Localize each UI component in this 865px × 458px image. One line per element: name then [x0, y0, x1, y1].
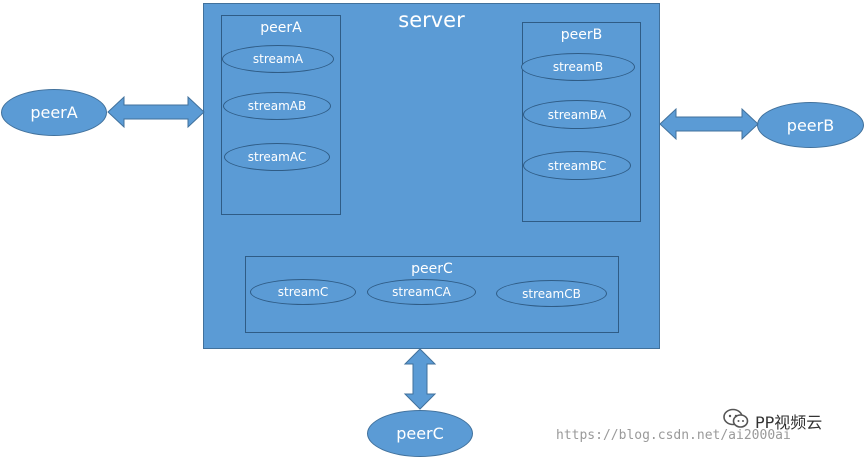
stream-bc: streamBC: [523, 151, 631, 180]
stream-a: streamA: [222, 45, 334, 73]
outer-peer-b: peerB: [757, 102, 864, 148]
stream-ca: streamCA: [367, 279, 476, 305]
peer-a-box: [221, 15, 341, 215]
stream-b: streamB: [521, 53, 635, 81]
stream-ba: streamBA: [523, 100, 631, 129]
stream-ac: streamAC: [224, 143, 330, 171]
peer-c-box: [245, 256, 619, 333]
arrow-peer-c-shape: [403, 348, 437, 410]
wechat-icon: [722, 407, 750, 431]
arrow-peer-a-shape: [107, 95, 205, 129]
server-title: server: [398, 8, 465, 32]
peer-a-box-title: peerA: [260, 20, 302, 36]
stream-cb: streamCB: [496, 280, 607, 307]
watermark-url: https://blog.csdn.net/ai2000ai: [556, 428, 791, 443]
watermark-brand: PP视频云: [755, 413, 823, 432]
peer-b-box: [522, 22, 641, 222]
peer-b-box-title: peerB: [560, 27, 603, 43]
stream-c: streamC: [250, 279, 356, 305]
outer-peer-c: peerC: [367, 410, 473, 457]
outer-peer-a: peerA: [1, 89, 107, 136]
peer-c-box-title: peerC: [411, 261, 453, 277]
arrow-peer-b-shape: [659, 107, 759, 141]
stream-ab: streamAB: [223, 92, 331, 120]
